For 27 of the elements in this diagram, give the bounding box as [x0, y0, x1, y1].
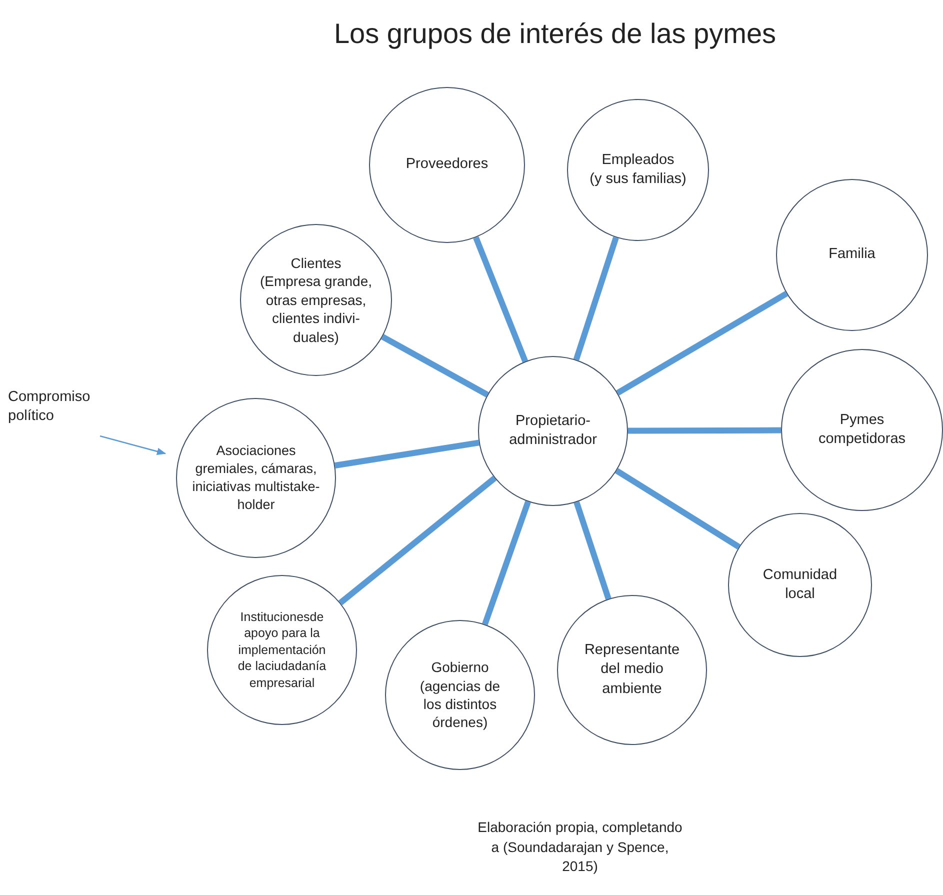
connector-line — [482, 500, 531, 626]
connector-line — [334, 440, 480, 468]
node-label: Propietario-administrador — [508, 412, 598, 450]
node-label: Gobierno (agencias de los distintos órdenes) — [418, 658, 502, 732]
connector-line — [473, 236, 528, 362]
node-label: Asociaciones gremiales, cámaras, iniciativas multistake- holder — [192, 442, 320, 514]
connector-line — [338, 476, 497, 606]
source-caption: Elaboración propia, completando a (Soundadarajan y Spence, 2015) — [476, 818, 684, 876]
connector-line — [381, 334, 489, 398]
node-label: (Empresa grande, otras empresas, clientes indivi- duales) — [258, 272, 374, 346]
connector-line — [574, 501, 612, 600]
arrow — [100, 435, 166, 455]
node-label: Empleados — [600, 150, 676, 170]
annotation-text: Compromiso político — [8, 388, 92, 426]
connector-line — [628, 427, 781, 434]
node-label: Comunidad local — [762, 566, 838, 604]
node-label: (y sus familias) — [588, 170, 688, 189]
node-label: Clientes — [290, 254, 342, 272]
connector-line — [573, 236, 619, 361]
node-label: Proveedores — [404, 155, 490, 174]
connector-line — [616, 290, 788, 396]
node-label: Pymes competidoras — [817, 410, 907, 449]
node-label: Representante del medio ambiente — [583, 641, 681, 699]
connector-line — [615, 468, 740, 550]
diagram-title: Los grupos de interés de las pymes — [332, 18, 778, 50]
node-label: Familia — [828, 245, 876, 264]
node-label: Institucionesde apoyo para la implementación de laciudadanía empresarial — [236, 608, 328, 692]
